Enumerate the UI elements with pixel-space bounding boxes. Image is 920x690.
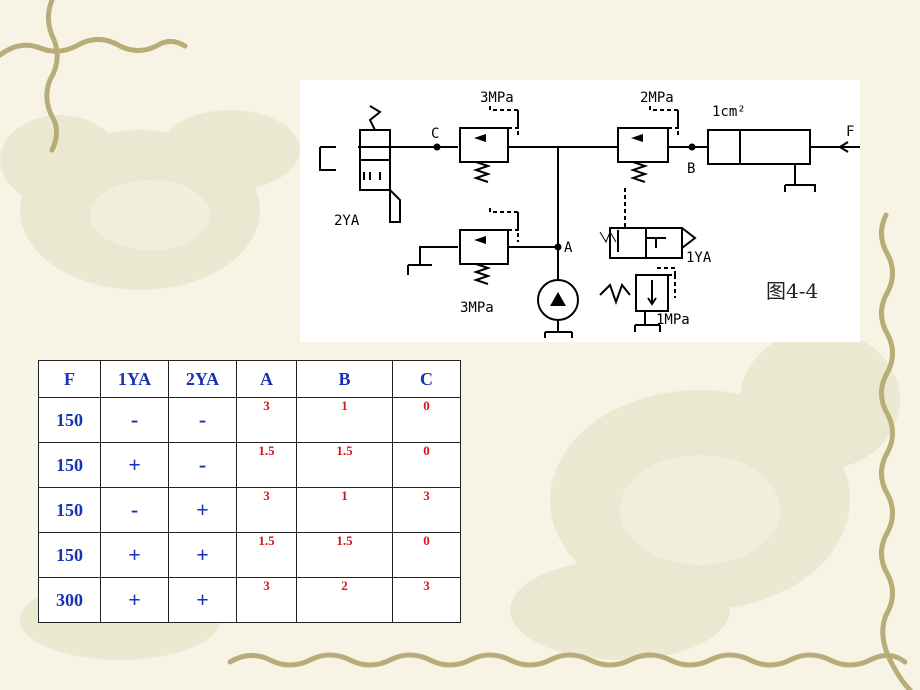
label-2mpa-top: 2MPa [640,90,674,106]
hydraulic-diagram: C B A F 3MPa 2MPa 1cm² 2YA 1YA 3MPa 1MPa… [300,80,860,342]
label-b: B [687,161,695,177]
label-1mpa-bottom: 1MPa [656,312,690,328]
cell-f: 300 [38,577,101,623]
label-2ya: 2YA [334,213,360,229]
label-a: A [564,240,573,256]
vine-frame-right [879,212,913,690]
cell-f: 150 [38,487,101,533]
cell-2ya: + [168,577,237,623]
cell-b: 1 [296,487,393,533]
table-row: 300 + + 3 2 3 [38,577,461,623]
pressure-table: F 1YA 2YA A B C 150 - - 3 1 0 150 + - 1.… [38,360,461,623]
vine-frame-bottom [227,652,908,668]
label-force-f: F [846,124,854,140]
header-1ya: 1YA [100,360,169,398]
table-row: 150 + + 1.5 1.5 0 [38,532,461,578]
header-b: B [296,360,393,398]
vine-frame-top-left [0,0,188,153]
label-c: C [431,126,439,142]
cell-b: 2 [296,577,393,623]
header-f: F [38,360,101,398]
label-3mpa-top: 3MPa [480,90,514,106]
cell-a: 3 [236,397,297,443]
cell-1ya: + [100,577,169,623]
table-row: 150 - + 3 1 3 [38,487,461,533]
cell-c: 0 [392,532,461,578]
cell-2ya: + [168,532,237,578]
cell-2ya: - [168,442,237,488]
figure-label: 图4-4 [766,279,818,303]
cell-1ya: - [100,397,169,443]
cell-a: 3 [236,577,297,623]
cell-1ya: - [100,487,169,533]
cell-1ya: + [100,442,169,488]
cell-2ya: - [168,397,237,443]
cell-f: 150 [38,397,101,443]
table-header-row: F 1YA 2YA A B C [38,360,461,398]
cell-c: 0 [392,397,461,443]
cell-a: 3 [236,487,297,533]
cell-b: 1.5 [296,532,393,578]
table-row: 150 - - 3 1 0 [38,397,461,443]
header-2ya: 2YA [168,360,237,398]
cell-a: 1.5 [236,442,297,488]
cell-f: 150 [38,532,101,578]
cell-b: 1 [296,397,393,443]
label-1ya: 1YA [686,250,712,266]
cell-1ya: + [100,532,169,578]
cell-c: 3 [392,487,461,533]
cell-f: 150 [38,442,101,488]
table-row: 150 + - 1.5 1.5 0 [38,442,461,488]
header-c: C [392,360,461,398]
cell-c: 0 [392,442,461,488]
header-a: A [236,360,297,398]
hydraulic-circuit: C B A F 3MPa 2MPa 1cm² 2YA 1YA 3MPa 1MPa… [319,90,860,338]
cell-a: 1.5 [236,532,297,578]
label-3mpa-bottom: 3MPa [460,300,494,316]
cell-c: 3 [392,577,461,623]
label-area: 1cm² [712,104,746,120]
cell-b: 1.5 [296,442,393,488]
cell-2ya: + [168,487,237,533]
